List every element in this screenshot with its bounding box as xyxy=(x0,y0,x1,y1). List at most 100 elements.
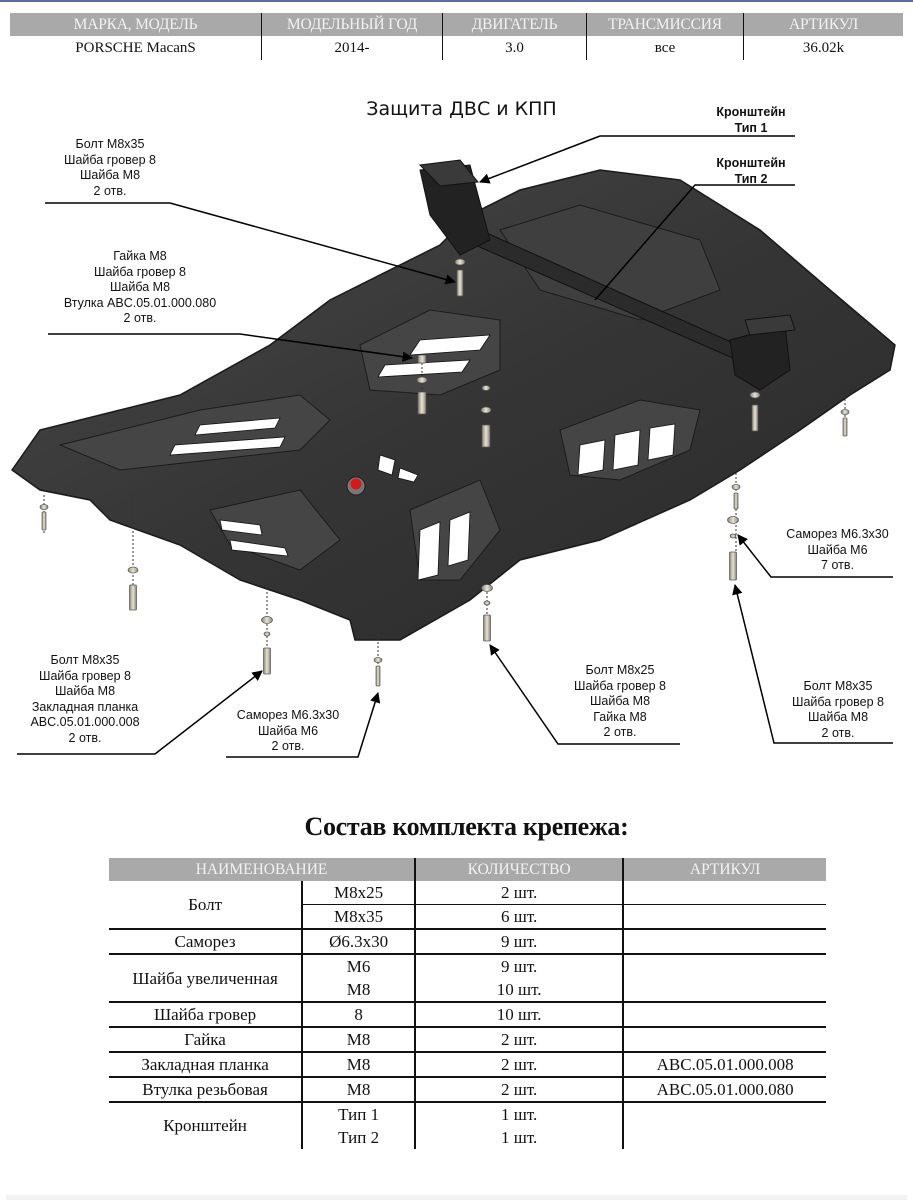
callout-line: 2 отв. xyxy=(68,730,102,745)
kit-item-qty-1: 1 шт. xyxy=(501,1105,538,1124)
spec-row: PORSCHE MacanS 2014- 3.0 все 36.02k xyxy=(10,36,903,60)
bracket-beam xyxy=(418,159,796,391)
callout-nut-left: Гайка М8 Шайба гровер 8 Шайба М8 Втулка … xyxy=(55,249,225,327)
spec-header-make-model: МАРКА, МОДЕЛЬ xyxy=(10,13,262,36)
callout-line: Шайба М8 xyxy=(589,694,651,709)
kit-item-size-2: M8 xyxy=(346,980,371,999)
callout-line: Втулка ABC.05.01.000.080 xyxy=(63,295,217,310)
callout-line: Шайба гровер 8 xyxy=(574,678,666,693)
callout-line: Шайба гровер 8 xyxy=(792,694,884,709)
callout-line: 2 отв. xyxy=(821,725,855,740)
kit-item-article xyxy=(622,1026,826,1052)
kit-header-quantity: КОЛИЧЕСТВО xyxy=(414,858,624,881)
kit-row-bracket: Кронштейн Тип 1 Тип 2 1 шт. 1 шт. xyxy=(109,1101,826,1149)
kit-item-qty: 10 шт. xyxy=(414,1001,624,1027)
bottom-bar xyxy=(6,1195,907,1200)
kit-item-article: ABC.05.01.000.080 xyxy=(622,1076,826,1102)
kit-item-article xyxy=(622,904,826,929)
kit-title: Состав комплекта крепежа: xyxy=(304,812,629,841)
kit-item-article xyxy=(622,1001,826,1027)
kit-item-size-1: Тип 1 xyxy=(338,1105,380,1124)
kit-row-bolt: Болт M8x25 2 шт. xyxy=(109,881,826,914)
callout-line: Кронштейн xyxy=(716,105,786,119)
callout-line: ABC.05.01.000.008 xyxy=(30,715,140,730)
spec-engine: 3.0 xyxy=(442,36,587,60)
kit-item-size: M6 M8 xyxy=(301,953,416,1002)
kit-item-article xyxy=(622,953,826,1002)
kit-row-insert-plate: Закладная планка M8 2 шт. ABC.05.01.000.… xyxy=(109,1051,826,1077)
callout-line: Шайба М6 xyxy=(807,542,868,557)
diagram-title: Защита ДВС и КПП xyxy=(366,98,557,120)
callout-line: Саморез М6.3х30 xyxy=(236,708,340,722)
callout-line: 2 отв. xyxy=(603,725,637,740)
top-rule xyxy=(0,0,913,2)
spec-header-row: МАРКА, МОДЕЛЬ МОДЕЛЬНЫЙ ГОД ДВИГАТЕЛЬ ТР… xyxy=(10,13,903,36)
callout-line: Шайба гровер 8 xyxy=(64,152,156,167)
kit-item-name: Шайба гровер xyxy=(109,1001,303,1027)
callout-bolt-bottom-left: Болт М8х35 Шайба гровер 8 Шайба М8 Закла… xyxy=(20,653,150,747)
kit-item-name: Болт xyxy=(188,895,223,914)
kit-header-article: АРТИКУЛ xyxy=(622,858,826,881)
callout-line: Шайба М8 xyxy=(807,710,869,725)
spec-header-model-year: МОДЕЛЬНЫЙ ГОД xyxy=(261,13,443,36)
callout-line: Кронштейн xyxy=(716,156,786,170)
callout-bolt-bottom-right: Болт М8х35 Шайба гровер 8 Шайба М8 2 отв… xyxy=(778,679,898,741)
bolts xyxy=(39,258,850,687)
kit-row-threaded-bushing: Втулка резьбовая M8 2 шт. ABC.05.01.000.… xyxy=(109,1076,826,1102)
kit-row-screw: Саморез Ø6.3x30 9 шт. xyxy=(109,928,826,954)
kit-item-name: Втулка резьбовая xyxy=(109,1076,303,1102)
kit-item-size: Тип 1 Тип 2 xyxy=(301,1101,416,1149)
callout-line: Шайба М6 xyxy=(257,723,319,738)
kit-row-lock-washer: Шайба гровер 8 10 шт. xyxy=(109,1001,826,1027)
spec-header-article: АРТИКУЛ xyxy=(743,13,903,36)
callout-line: Саморез М6.3х30 xyxy=(786,527,889,541)
kit-item-qty: 2 шт. xyxy=(414,1076,624,1102)
callout-line: Шайба М8 xyxy=(109,280,171,295)
kit-item-qty-1: 9 шт. xyxy=(501,957,538,976)
callout-screw-right: Саморез М6.3х30 Шайба М6 7 отв. xyxy=(775,527,900,574)
callout-line: Закладная планка xyxy=(31,699,139,714)
kit-item-size-1: M6 xyxy=(346,957,371,976)
spec-model-year: 2014- xyxy=(261,36,443,60)
spec-make-model: PORSCHE MacanS xyxy=(75,39,196,56)
spec-header-engine: ДВИГАТЕЛЬ xyxy=(442,13,587,36)
kit-item-qty: 9 шт. 10 шт. xyxy=(414,953,624,1002)
callout-line: Болт М8х35 xyxy=(50,653,120,667)
callout-line: Гайка М8 xyxy=(113,249,167,263)
kit-item-size: M8x35 xyxy=(301,904,416,929)
callout-line: Шайба М8 xyxy=(54,684,116,699)
callout-line: Тип 1 xyxy=(734,120,768,135)
vent-slots xyxy=(169,334,676,581)
skid-plate-diagram xyxy=(10,135,896,758)
leader-lines xyxy=(17,135,893,758)
kit-item-size: M8 xyxy=(301,1076,416,1102)
drain-plug-marker xyxy=(350,478,362,490)
spec-transmission: все xyxy=(586,36,744,60)
kit-item-name: Кронштейн xyxy=(109,1101,303,1149)
kit-item-article: ABC.05.01.000.008 xyxy=(622,1051,826,1077)
kit-item-name: Гайка xyxy=(109,1026,303,1052)
kit-row-bolt-2: M8x35 6 шт. xyxy=(109,904,826,929)
skid-plate xyxy=(10,169,896,641)
callout-line: Гайка М8 xyxy=(593,709,647,724)
callout-bolt-bottom-center: Болт М8х25 Шайба гровер 8 Шайба М8 Гайка… xyxy=(560,663,680,741)
kit-item-qty-2: 10 шт. xyxy=(496,980,542,999)
callout-line: 2 отв. xyxy=(123,311,157,326)
callout-line: Болт М8х35 xyxy=(75,137,145,151)
kit-item-qty: 2 шт. xyxy=(414,1026,624,1052)
callout-line: 7 отв. xyxy=(821,558,854,573)
kit-table: НАИМЕНОВАНИЕ КОЛИЧЕСТВО АРТИКУЛ Болт M8x… xyxy=(109,858,826,1149)
vehicle-spec-table: МАРКА, МОДЕЛЬ МОДЕЛЬНЫЙ ГОД ДВИГАТЕЛЬ ТР… xyxy=(10,13,903,60)
kit-item-article xyxy=(622,1101,826,1149)
callout-line: Болт М8х25 xyxy=(585,663,655,677)
callout-bracket-type2: Кронштейн Тип 2 xyxy=(696,156,806,187)
kit-header-row: НАИМЕНОВАНИЕ КОЛИЧЕСТВО АРТИКУЛ xyxy=(109,858,826,881)
callout-line: Тип 2 xyxy=(734,171,768,186)
kit-item-qty-2: 1 шт. xyxy=(501,1128,538,1147)
callout-screw-bottom-center: Саморез М6.3х30 Шайба М6 2 отв. xyxy=(228,708,348,755)
kit-item-qty: 6 шт. xyxy=(414,904,624,929)
spec-article: 36.02k xyxy=(743,36,903,60)
callout-bolt-top-left: Болт М8х35 Шайба гровер 8 Шайба М8 2 отв… xyxy=(50,137,170,199)
kit-item-qty: 1 шт. 1 шт. xyxy=(414,1101,624,1149)
kit-item-name: Шайба увеличенная xyxy=(109,953,303,1002)
